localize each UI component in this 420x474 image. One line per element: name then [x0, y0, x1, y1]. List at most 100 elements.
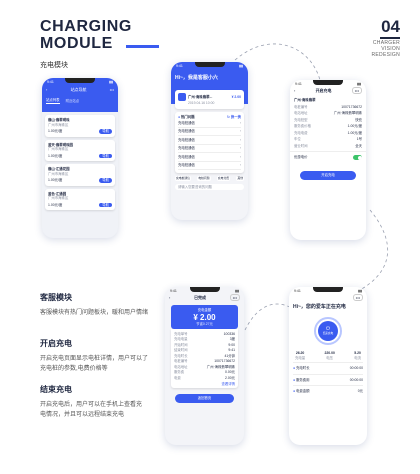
status-time: 9:41 [176, 63, 183, 68]
tab-nearby[interactable]: 附近站点 [65, 98, 80, 103]
hot-question-item[interactable]: 充电桩通信› [178, 136, 241, 145]
title-line-2: MODULE [40, 35, 113, 52]
receipt-key: 充电单号 [174, 331, 188, 336]
battery-icon: ▮▮ [357, 81, 361, 86]
charging-info-key: 服务费用 [296, 377, 310, 382]
detail-value: 1.00元/度 [347, 124, 362, 128]
brand-line-3: REDESIGN [371, 52, 400, 58]
navigate-button[interactable]: 导航 [99, 153, 112, 158]
module-number: 04 [381, 17, 400, 36]
question-text: 充电桩通信 [178, 154, 195, 159]
quick-reply-chip[interactable]: 其他 [236, 176, 244, 181]
hot-question-item[interactable]: 充电桩通信› [178, 128, 241, 136]
section-end-charging: 结束充电 开启充电后，用户可以在手机上查看充 电情况，并且可以远程结束充电 [40, 384, 142, 420]
section-customer-service: 客服模块 客服模块有热门问题板块，暖和用户情绪 [40, 292, 148, 318]
status-time: 9:41 [294, 288, 301, 293]
phone-notch [189, 287, 220, 292]
detail-value: 1号 [356, 137, 362, 141]
question-text: 充电桩通信 [178, 129, 195, 133]
brand-line-2: VISION [381, 46, 400, 52]
navigate-button[interactable]: 导航 [99, 129, 112, 134]
station-price: 1.00元/度 [48, 129, 63, 133]
return-home-button[interactable]: 返回首页 [175, 394, 234, 403]
receipt-key: 开始时间 [174, 342, 188, 347]
phone-notch [313, 287, 343, 292]
more-icon[interactable]: ••• [109, 87, 114, 92]
receipt-key: 电费 [174, 375, 181, 380]
receipt-value: 100336 [223, 331, 235, 336]
station-name: 蓝天·翡翠明珠园 [48, 142, 73, 147]
section-desc-line: 电情况，并且可以远程结束充电 [40, 412, 125, 418]
title-line-1: CHARGING [40, 18, 132, 35]
station-name: 蓝色·汇通园 [48, 191, 67, 196]
station-name: 翡山·汇通花园 [48, 167, 70, 171]
navigate-button[interactable]: 导航 [99, 178, 112, 183]
discount-toggle[interactable] [353, 155, 362, 160]
hot-question-item[interactable]: 充电桩通信› [178, 162, 241, 170]
battery-icon: ▮▮ [235, 288, 239, 293]
station-name: 广州·海珠翡翠 [294, 98, 316, 102]
receipt-key: 电桩编号 [174, 359, 188, 363]
detail-key: 充电电费 [294, 130, 308, 135]
greeting: Hi~，您的爱车正在充电 [293, 304, 346, 310]
section-desc-line: 充电桩的参数,电费价格等 [40, 366, 108, 372]
detail-key: 营业时间 [294, 143, 308, 148]
amount-label: 充电金额 [197, 308, 212, 312]
refresh-button[interactable]: ↻ 换一换 [227, 114, 241, 119]
back-icon[interactable]: ‹ [294, 88, 296, 93]
receipt-value: 0.00元 [225, 370, 235, 374]
start-charging-button[interactable]: 开启充电 [300, 171, 356, 180]
receipt-key: 电站地址 [174, 364, 188, 369]
back-icon[interactable]: ‹ [46, 87, 48, 92]
more-icon[interactable]: ••• [351, 87, 362, 94]
detail-value: 10071736672 [341, 104, 362, 109]
order-card[interactable]: 广州·海珠翡翠... ¥ 2.00 2019.04.16 10:00 [175, 90, 244, 109]
quick-reply-chip[interactable]: 充电桩通信 [175, 176, 191, 181]
more-icon[interactable]: ••• [352, 294, 363, 301]
quick-reply-chip[interactable]: 电桩问题 [197, 176, 211, 181]
hot-question-item[interactable]: 充电桩通信› [178, 153, 241, 162]
page-title: 已完成 [194, 295, 207, 300]
hot-question-item[interactable]: 充电桩通信› [178, 145, 241, 153]
chevron-right-icon: › [239, 163, 241, 167]
tab-station-list[interactable]: 站点列表 [46, 98, 60, 104]
charging-ring[interactable]: ⏻ 结束充电 [314, 317, 342, 345]
quick-reply-chip[interactable]: 充电付费 [216, 176, 231, 181]
detail-row: 充电桩型快充 [294, 117, 362, 124]
back-icon[interactable]: ‹ [169, 295, 171, 300]
detail-key: 车位 [294, 137, 301, 141]
view-details-link[interactable]: 查看详情 [221, 381, 235, 386]
receipt-value: 9:41 [228, 348, 235, 352]
detail-key: 电桩编号 [294, 104, 308, 109]
receipt-value: 41分钟 [224, 353, 235, 358]
navigate-button[interactable]: 导航 [99, 202, 112, 207]
charging-info-value: 00:00:00 [349, 366, 363, 370]
question-text: 充电桩通信 [178, 137, 195, 142]
station-address: 广州市海珠区 [48, 171, 69, 176]
receipt-row: 充电单号 100336 [174, 331, 235, 337]
receipt-value: 广州·海珠翡翠明珠 [206, 364, 235, 369]
detail-key: 充电桩型 [294, 117, 308, 122]
hot-question-item[interactable]: 充电桩通信› [178, 119, 241, 128]
power-icon: ⏻ [326, 326, 330, 332]
question-input[interactable]: 请输入您要咨询的问题 [175, 183, 244, 190]
refresh-icon: ↻ [227, 114, 230, 119]
stat-value: 220.00 [324, 351, 335, 355]
station-address: 广州市海珠区 [48, 122, 69, 127]
stat-label: 充电量 [295, 355, 306, 360]
more-icon[interactable]: ••• [229, 294, 240, 301]
